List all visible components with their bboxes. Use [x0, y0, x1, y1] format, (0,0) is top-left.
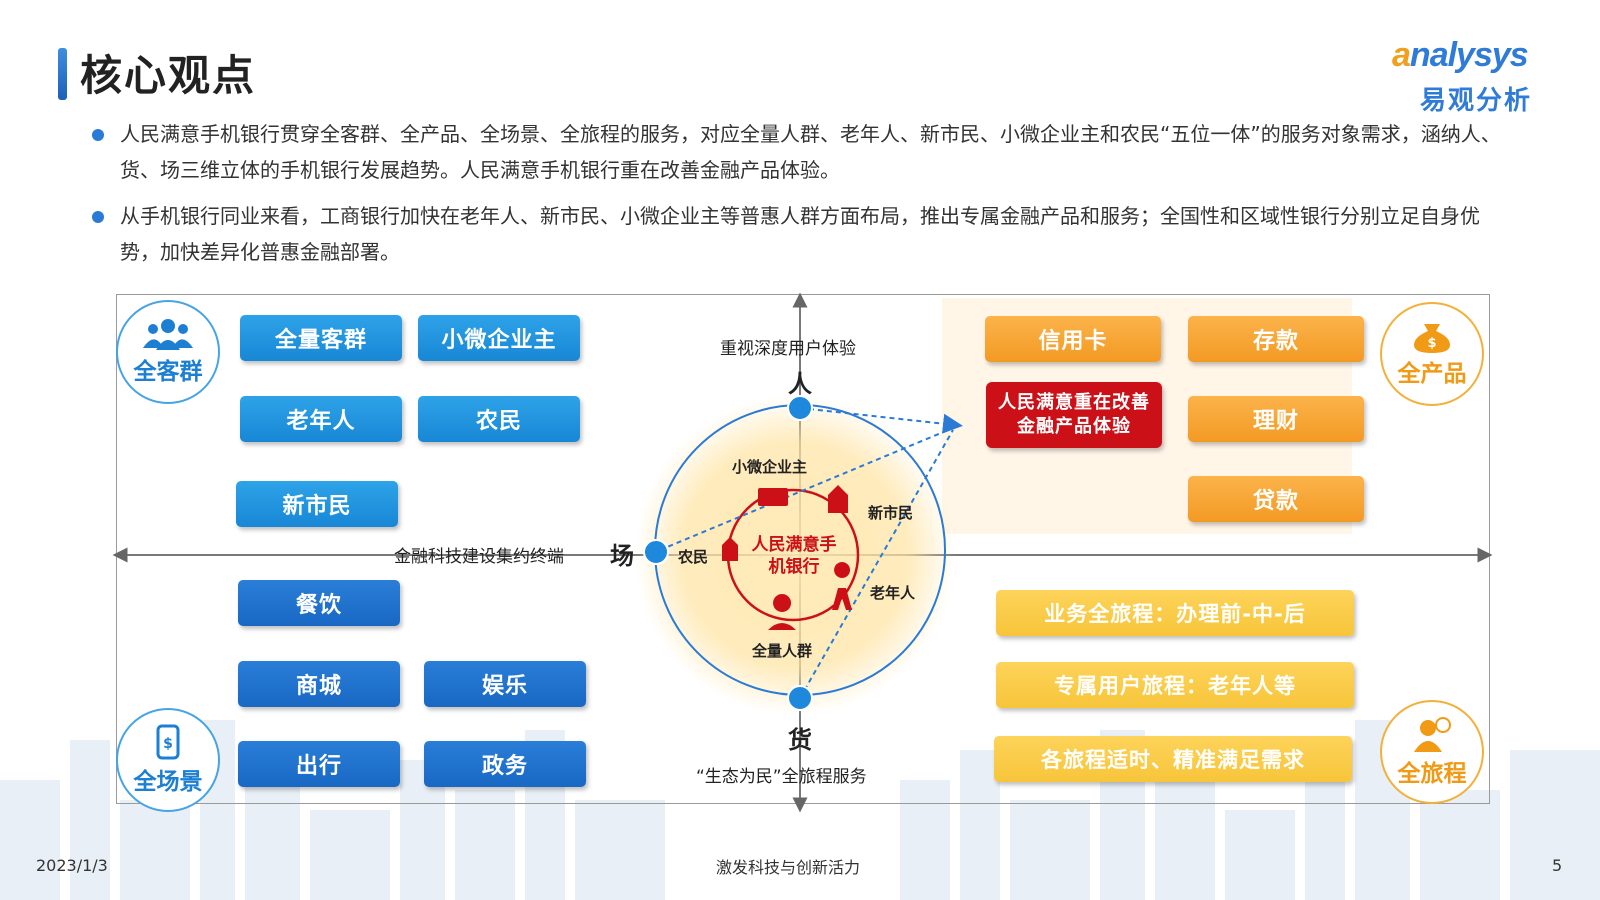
- segment-label: 小微企业主: [732, 458, 808, 476]
- dashed-arrow: [659, 427, 954, 551]
- axis-top-head: 人: [788, 370, 812, 398]
- axis-left-label: 金融科技建设集约终端: [394, 547, 564, 567]
- product-pill: 贷款: [1188, 476, 1364, 522]
- scene-pill: 餐饮: [238, 580, 400, 626]
- journey-pill: 各旅程适时、精准满足需求: [994, 736, 1352, 782]
- logo-letter: a: [1392, 36, 1411, 74]
- node-goods: [787, 685, 813, 711]
- center-label: 人民满意手机银行: [751, 535, 837, 577]
- scene-pill: 娱乐: [424, 661, 586, 707]
- corner-label: 全产品: [1397, 361, 1467, 387]
- small-business-icon: [758, 488, 788, 506]
- customer-group-pill: 新市民: [236, 481, 398, 527]
- farmer-icon: [722, 537, 738, 561]
- bullet-dot: [92, 211, 104, 223]
- logo-chinese: 易观分析: [1420, 86, 1533, 116]
- corner-label: 全旅程: [1397, 761, 1467, 787]
- node-people: [787, 395, 813, 421]
- product-pill: 信用卡: [985, 316, 1161, 362]
- corner-all-products: $ 全产品: [1380, 302, 1484, 406]
- corner-all-customers: 全客群: [116, 300, 220, 404]
- product-pill: 存款: [1188, 316, 1364, 362]
- dashed-arrow: [799, 407, 963, 434]
- logo-text: analysys: [1392, 36, 1529, 75]
- corner-label: 全客群: [133, 359, 203, 385]
- new-citizen-icon: [828, 485, 848, 513]
- axis-left-head: 场: [610, 542, 634, 570]
- journey-pill: 业务全旅程：办理前-中-后: [996, 590, 1354, 636]
- svg-text:$: $: [1427, 336, 1436, 351]
- scene-pill: 商城: [238, 661, 400, 707]
- bullet-point: 从手机银行同业来看，工商银行加快在老年人、新市民、小微企业主等普惠人群方面布局，…: [92, 198, 1512, 270]
- journey-pill: 专属用户旅程：老年人等: [996, 662, 1354, 708]
- all-people-icon: [768, 594, 796, 630]
- axis-bottom-head: 货: [788, 726, 812, 754]
- segment-label: 老年人: [870, 584, 916, 602]
- bullet-text: 人民满意手机银行贯穿全客群、全产品、全场景、全旅程的服务，对应全量人群、老年人、…: [120, 122, 1501, 182]
- customer-group-pill: 全量客群: [240, 315, 402, 361]
- money-bag-icon: $: [1414, 324, 1450, 353]
- elderly-icon: [832, 562, 852, 610]
- node-place: [643, 539, 669, 565]
- scene-pill: 出行: [238, 741, 400, 787]
- segment-label: 农民: [678, 548, 709, 566]
- title-accent-bar: [58, 48, 67, 100]
- logo-wordmark: nalysys: [1409, 36, 1529, 74]
- bullet-point: 人民满意手机银行贯穿全客群、全产品、全场景、全旅程的服务，对应全量人群、老年人、…: [92, 116, 1512, 188]
- page-number: 5: [1552, 856, 1563, 875]
- customer-group-pill: 农民: [418, 396, 580, 442]
- person-coin-icon: [1414, 717, 1451, 752]
- segment-label: 全量人群: [752, 642, 813, 660]
- footer-date: 2023/1/3: [36, 856, 108, 875]
- dashed-arrow: [799, 429, 954, 699]
- corner-all-scenes: $ 全场景: [116, 708, 220, 812]
- product-pill: 理财: [1188, 396, 1364, 442]
- segment-label: 新市民: [868, 504, 914, 522]
- group-icon: [143, 319, 193, 350]
- axis-bottom-label: “生态为民”全旅程服务: [696, 767, 867, 787]
- svg-text:$: $: [163, 736, 173, 752]
- center-glow: [635, 395, 955, 715]
- corner-label: 全场景: [133, 769, 203, 795]
- corner-all-journeys: 全旅程: [1380, 700, 1484, 804]
- axis-top-label: 重视深度用户体验: [720, 339, 856, 359]
- skyline-background: [0, 720, 1600, 900]
- bullet-dot: [92, 129, 104, 141]
- bullet-text: 从手机银行同业来看，工商银行加快在老年人、新市民、小微企业主等普惠人群方面布局，…: [120, 204, 1480, 264]
- scene-pill: 政务: [424, 741, 586, 787]
- phone-scene-icon: $: [156, 724, 180, 760]
- customer-group-pill: 小微企业主: [418, 315, 580, 361]
- page-title: 核心观点: [80, 51, 257, 100]
- footer-slogan: 激发科技与创新活力: [716, 858, 861, 877]
- product-highlight-pill: 人民满意重在改善金融产品体验: [986, 382, 1162, 448]
- customer-group-pill: 老年人: [240, 396, 402, 442]
